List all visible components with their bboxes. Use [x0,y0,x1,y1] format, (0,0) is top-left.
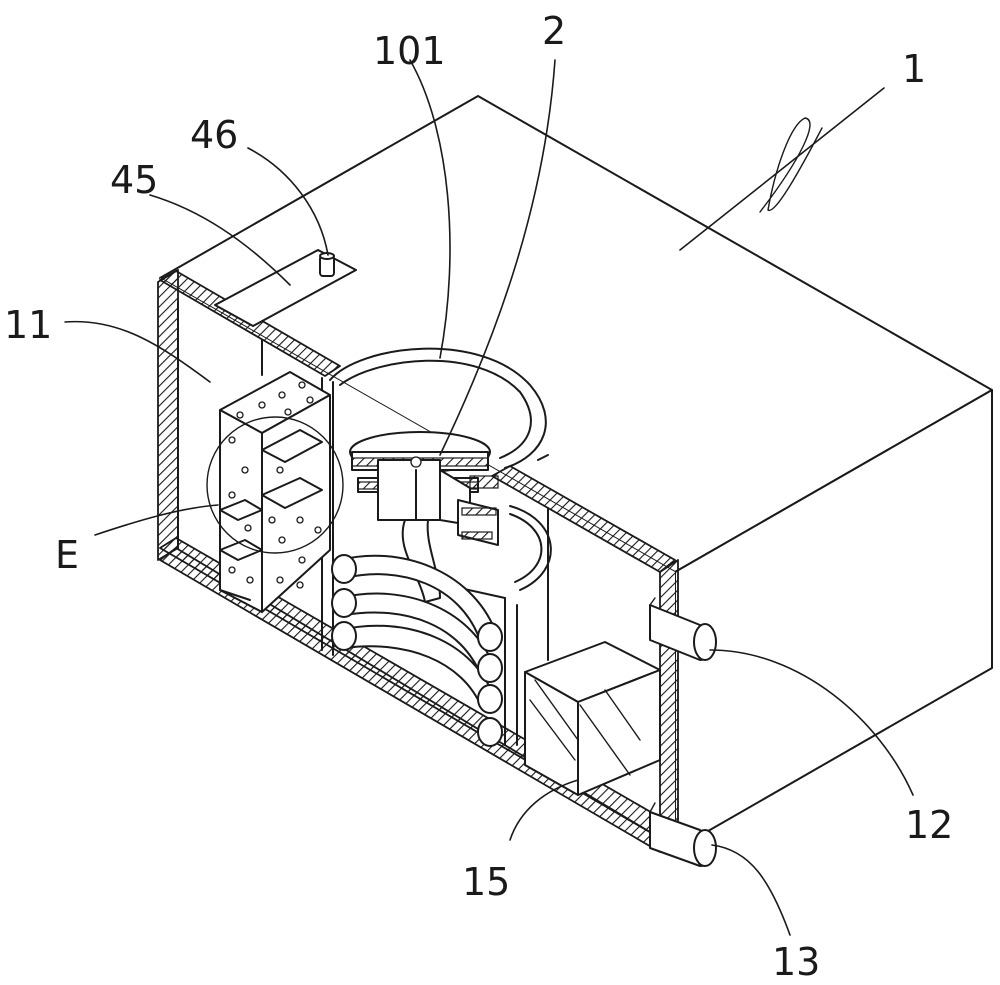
label-46: 46 [190,113,238,157]
outlet-pipe-13 [649,802,717,867]
label-101: 101 [373,29,446,73]
leader-lines [64,59,914,936]
left-wall [157,269,179,561]
label-12: 12 [905,803,953,847]
label-15: 15 [462,860,510,904]
knob [319,252,335,277]
detail-circle-e [206,416,344,554]
perforated-baffles [206,371,344,613]
recess-101 [329,347,552,591]
inlet-pipe-12 [649,597,717,661]
perforation-holes [228,381,322,589]
core-assembly [349,431,499,603]
right-wall [659,559,679,851]
reference-labels: 1 2 101 46 45 11 E 12 15 13 [4,9,953,984]
label-1: 1 [902,47,926,91]
label-13: 13 [772,940,820,984]
label-45: 45 [110,158,158,202]
top-wall-section-right [491,465,676,573]
label-2: 2 [542,9,566,53]
label-11: 11 [4,303,52,347]
curved-tubes [331,554,503,747]
label-e: E [55,533,79,577]
filter-block [524,641,661,796]
break-symbol [759,117,823,213]
